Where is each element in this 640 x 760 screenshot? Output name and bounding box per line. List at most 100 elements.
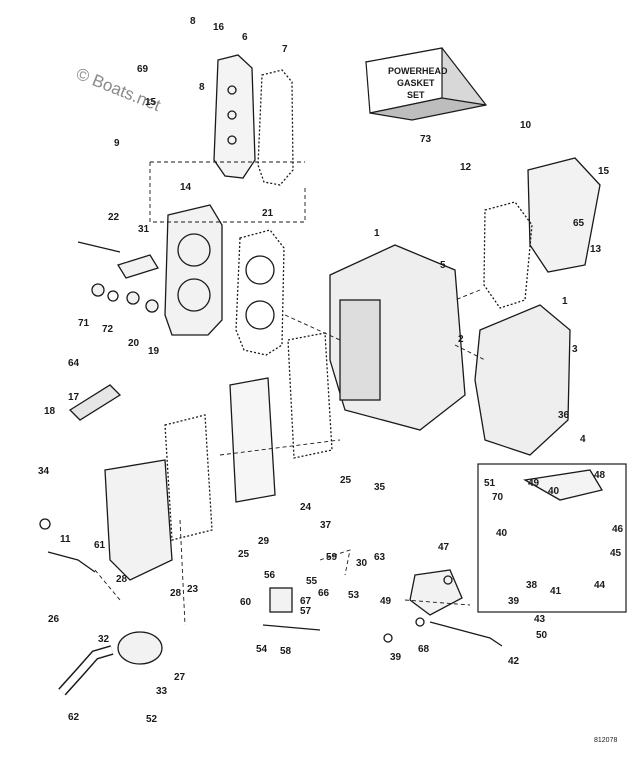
callout-label: 27 (174, 672, 186, 683)
plug-71 (91, 283, 105, 297)
head-gasket (257, 69, 294, 186)
wire-lead (47, 551, 96, 573)
callout-label: 31 (138, 224, 150, 235)
callout-label: 1 (562, 296, 568, 307)
callout-label: 17 (68, 392, 80, 403)
callout-label: 23 (187, 584, 199, 595)
callout-label: 16 (213, 22, 225, 33)
crankcase-half (474, 304, 571, 456)
callout-label: 49 (380, 596, 392, 607)
callout-label: 72 (102, 324, 114, 335)
callout-label: 15 (145, 97, 157, 108)
callout-label: 66 (318, 588, 330, 599)
callout-label: 59 (326, 552, 338, 563)
callout-labels: 1 1 2 3 4 5 6 7 8 8 9 10 11 12 13 14 15 … (38, 16, 624, 725)
callout-label: 28 (170, 588, 182, 599)
bolt-22 (77, 241, 121, 253)
callout-label: 60 (240, 597, 252, 608)
callout-label: 2 (458, 334, 464, 345)
callout-label: 54 (256, 644, 268, 655)
gasket-box-label-line1: POWERHEAD (388, 66, 448, 76)
callout-label: 39 (390, 652, 402, 663)
callout-label: 63 (374, 552, 386, 563)
callout-label: 1 (374, 228, 380, 239)
callout-label: 12 (460, 162, 472, 173)
assembly-lines (94, 161, 486, 626)
callout-label: 7 (282, 44, 288, 55)
callout-label: 25 (340, 475, 352, 486)
intake-manifold (527, 157, 601, 273)
callout-label: 44 (594, 580, 606, 591)
callout-label: 51 (484, 478, 496, 489)
callout-label: 71 (78, 318, 90, 329)
callout-label: 29 (258, 536, 270, 547)
rod-57 (262, 624, 321, 631)
callout-label: 22 (108, 212, 120, 223)
callout-label: 19 (148, 346, 160, 357)
callout-label: 57 (300, 606, 312, 617)
temperature-sensor (117, 254, 159, 279)
fitting-20 (126, 291, 140, 305)
fitting-19 (145, 299, 159, 313)
parts-line-art (39, 54, 627, 696)
callout-label: 53 (348, 590, 360, 601)
callout-label: 30 (356, 558, 368, 569)
link-rod (429, 621, 503, 647)
callout-label: 33 (156, 686, 168, 697)
callout-label: 3 (572, 344, 578, 355)
thermostat-housing (104, 459, 173, 581)
callout-label: 21 (262, 208, 274, 219)
callout-label: 68 (418, 644, 430, 655)
callout-label: 55 (306, 576, 318, 587)
manifold-gasket (483, 201, 533, 309)
linkage-inset-box (477, 463, 627, 613)
callout-label: 62 (68, 712, 80, 723)
callout-label: 32 (98, 634, 110, 645)
control-linkage (269, 587, 293, 613)
callout-label: 18 (44, 406, 56, 417)
callout-label: 40 (548, 486, 560, 497)
callout-label: 11 (60, 534, 71, 545)
choke-linkage (409, 569, 463, 616)
callout-label: 48 (594, 470, 606, 481)
callout-label: 49 (528, 478, 540, 489)
callout-label: 15 (598, 166, 610, 177)
exhaust-gasket-a (164, 414, 213, 541)
gasket-set-box (364, 47, 488, 121)
screw-68 (415, 617, 425, 627)
callout-label: 42 (508, 656, 520, 667)
callout-label: 13 (590, 244, 602, 255)
callout-label: 43 (534, 614, 546, 625)
callout-label: 38 (526, 580, 538, 591)
gasket-box-label-line2: GASKET (397, 78, 435, 88)
callout-label: 10 (520, 120, 532, 131)
callout-label: 25 (238, 549, 250, 560)
cylinder-head-cover (213, 54, 256, 179)
callout-label: 8 (199, 82, 205, 93)
callout-label: 9 (114, 138, 120, 149)
callout-label: 61 (94, 540, 106, 551)
callout-label: 64 (68, 358, 80, 369)
callout-label: 39 (508, 596, 520, 607)
anode (68, 384, 122, 421)
callout-label: 67 (300, 596, 312, 607)
callout-label: 37 (320, 520, 332, 531)
gasket-set-part-number: 73 (420, 134, 432, 145)
callout-label: 4 (580, 434, 586, 445)
screw-39 (383, 633, 393, 643)
callout-label: 28 (116, 574, 128, 585)
cylinder-head (164, 204, 223, 336)
cylinder-head-gasket (235, 229, 285, 356)
callout-label: 20 (128, 338, 140, 349)
callout-label: 70 (492, 492, 504, 503)
callout-label: 56 (264, 570, 276, 581)
callout-label: 5 (440, 260, 446, 271)
callout-label: 26 (48, 614, 60, 625)
callout-label: 46 (612, 524, 624, 535)
drawing-code: 812078 (594, 737, 617, 744)
callout-label: 35 (374, 482, 386, 493)
bushing-47 (443, 575, 453, 585)
gasket-box-label-line3: SET (407, 90, 425, 100)
callout-label: 40 (496, 528, 508, 539)
